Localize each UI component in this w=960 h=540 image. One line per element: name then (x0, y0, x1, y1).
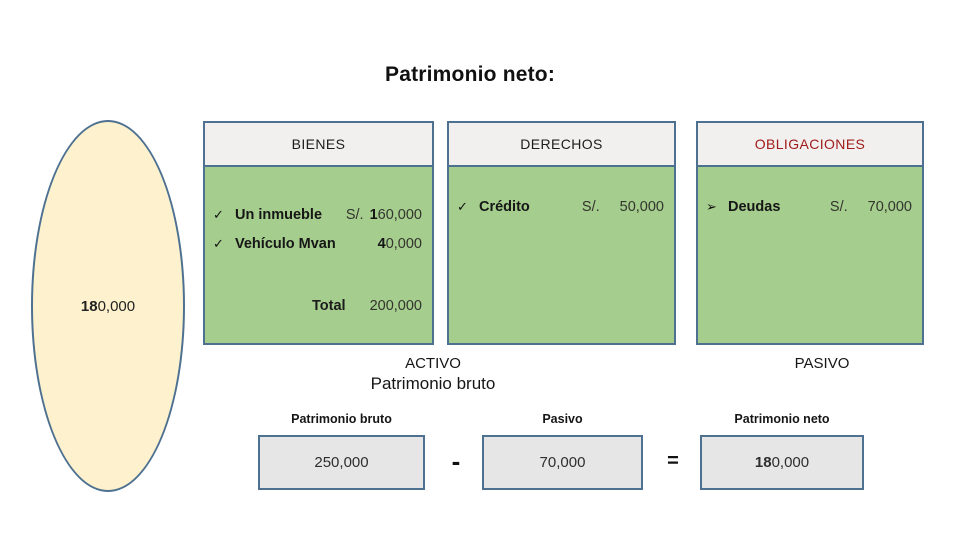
bienes-header: BIENES (205, 123, 432, 167)
page-title: Patrimonio neto: (384, 63, 556, 86)
patrimonio-bruto-label: Patrimonio bruto (370, 374, 496, 393)
bienes-row-label: Un inmueble (235, 207, 323, 223)
arrow-bullet-icon: ➢ (706, 199, 717, 214)
derechos-row-label: Crédito (479, 199, 530, 215)
bienes-row-value: 40,000 (378, 234, 422, 254)
activo-label: ACTIVO (405, 355, 461, 372)
ellipse-value-bold: 18 (80, 297, 98, 315)
obligaciones-row-value: S/. 70,000 (830, 197, 912, 217)
currency-prefix: S/. (581, 199, 600, 215)
value-amount: 70,000 (867, 199, 912, 215)
derechos-box: DERECHOS ✓ Crédito S/. 50,000 (447, 121, 676, 345)
derechos-row-value: S/. 50,000 (582, 197, 664, 217)
formula-box-pasivo: 70,000 (482, 435, 643, 490)
result-value: 180,000 (755, 454, 809, 471)
value-rest-part: 60,000 (377, 207, 422, 223)
obligaciones-body: ➢ Deudas S/. 70,000 (698, 167, 922, 343)
derechos-row-credito: ✓ Crédito S/. 50,000 (449, 197, 674, 217)
checkmark-icon: ✓ (213, 236, 224, 251)
bienes-total-label: Total (312, 298, 346, 314)
checkmark-icon: ✓ (213, 207, 224, 222)
net-worth-ellipse: 180,000 (31, 120, 185, 492)
bienes-total-value: 200,000 (369, 298, 422, 314)
bienes-row-value: S/. 160,000 (346, 205, 422, 225)
derechos-header: DERECHOS (449, 123, 674, 167)
bienes-row-label: Vehículo Mvan (235, 236, 336, 252)
formula-label-bruto: Patrimonio bruto (291, 412, 392, 426)
formula-label-pasivo: Pasivo (542, 412, 583, 426)
checkmark-icon: ✓ (457, 199, 468, 214)
bienes-total-row: Total 200,000 (205, 296, 432, 316)
derechos-body: ✓ Crédito S/. 50,000 (449, 167, 674, 343)
value-amount: 50,000 (619, 199, 664, 215)
formula-label-neto: Patrimonio neto (734, 412, 830, 426)
ellipse-value-rest: 0,000 (97, 297, 136, 315)
bienes-body: ✓ Un inmueble S/. 160,000 ✓ Vehículo Mvan… (205, 167, 432, 343)
minus-operator: - (451, 446, 461, 476)
obligaciones-header: OBLIGACIONES (698, 123, 922, 167)
obligaciones-box: OBLIGACIONES ➢ Deudas S/. 70,000 (696, 121, 924, 345)
result-rest-part: 0,000 (771, 454, 810, 471)
currency-prefix: S/. (345, 207, 364, 223)
equals-operator: = (667, 450, 679, 472)
obligaciones-row-deudas: ➢ Deudas S/. 70,000 (698, 197, 922, 217)
obligaciones-row-label: Deudas (728, 199, 781, 215)
bienes-row-vehiculo: ✓ Vehículo Mvan 40,000 (205, 234, 432, 254)
result-bold-part: 18 (754, 454, 772, 471)
formula-box-bruto: 250,000 (258, 435, 425, 490)
pasivo-label: PASIVO (794, 355, 850, 372)
formula-box-neto: 180,000 (700, 435, 864, 490)
ellipse-value: 180,000 (81, 298, 135, 315)
currency-prefix: S/. (829, 199, 848, 215)
bienes-row-inmueble: ✓ Un inmueble S/. 160,000 (205, 205, 432, 225)
value-rest-part: 0,000 (385, 236, 422, 252)
bienes-box: BIENES ✓ Un inmueble S/. 160,000 ✓ Vehícu… (203, 121, 434, 345)
value-bold-part: 1 (369, 207, 378, 223)
value-bold-part: 4 (377, 236, 386, 252)
